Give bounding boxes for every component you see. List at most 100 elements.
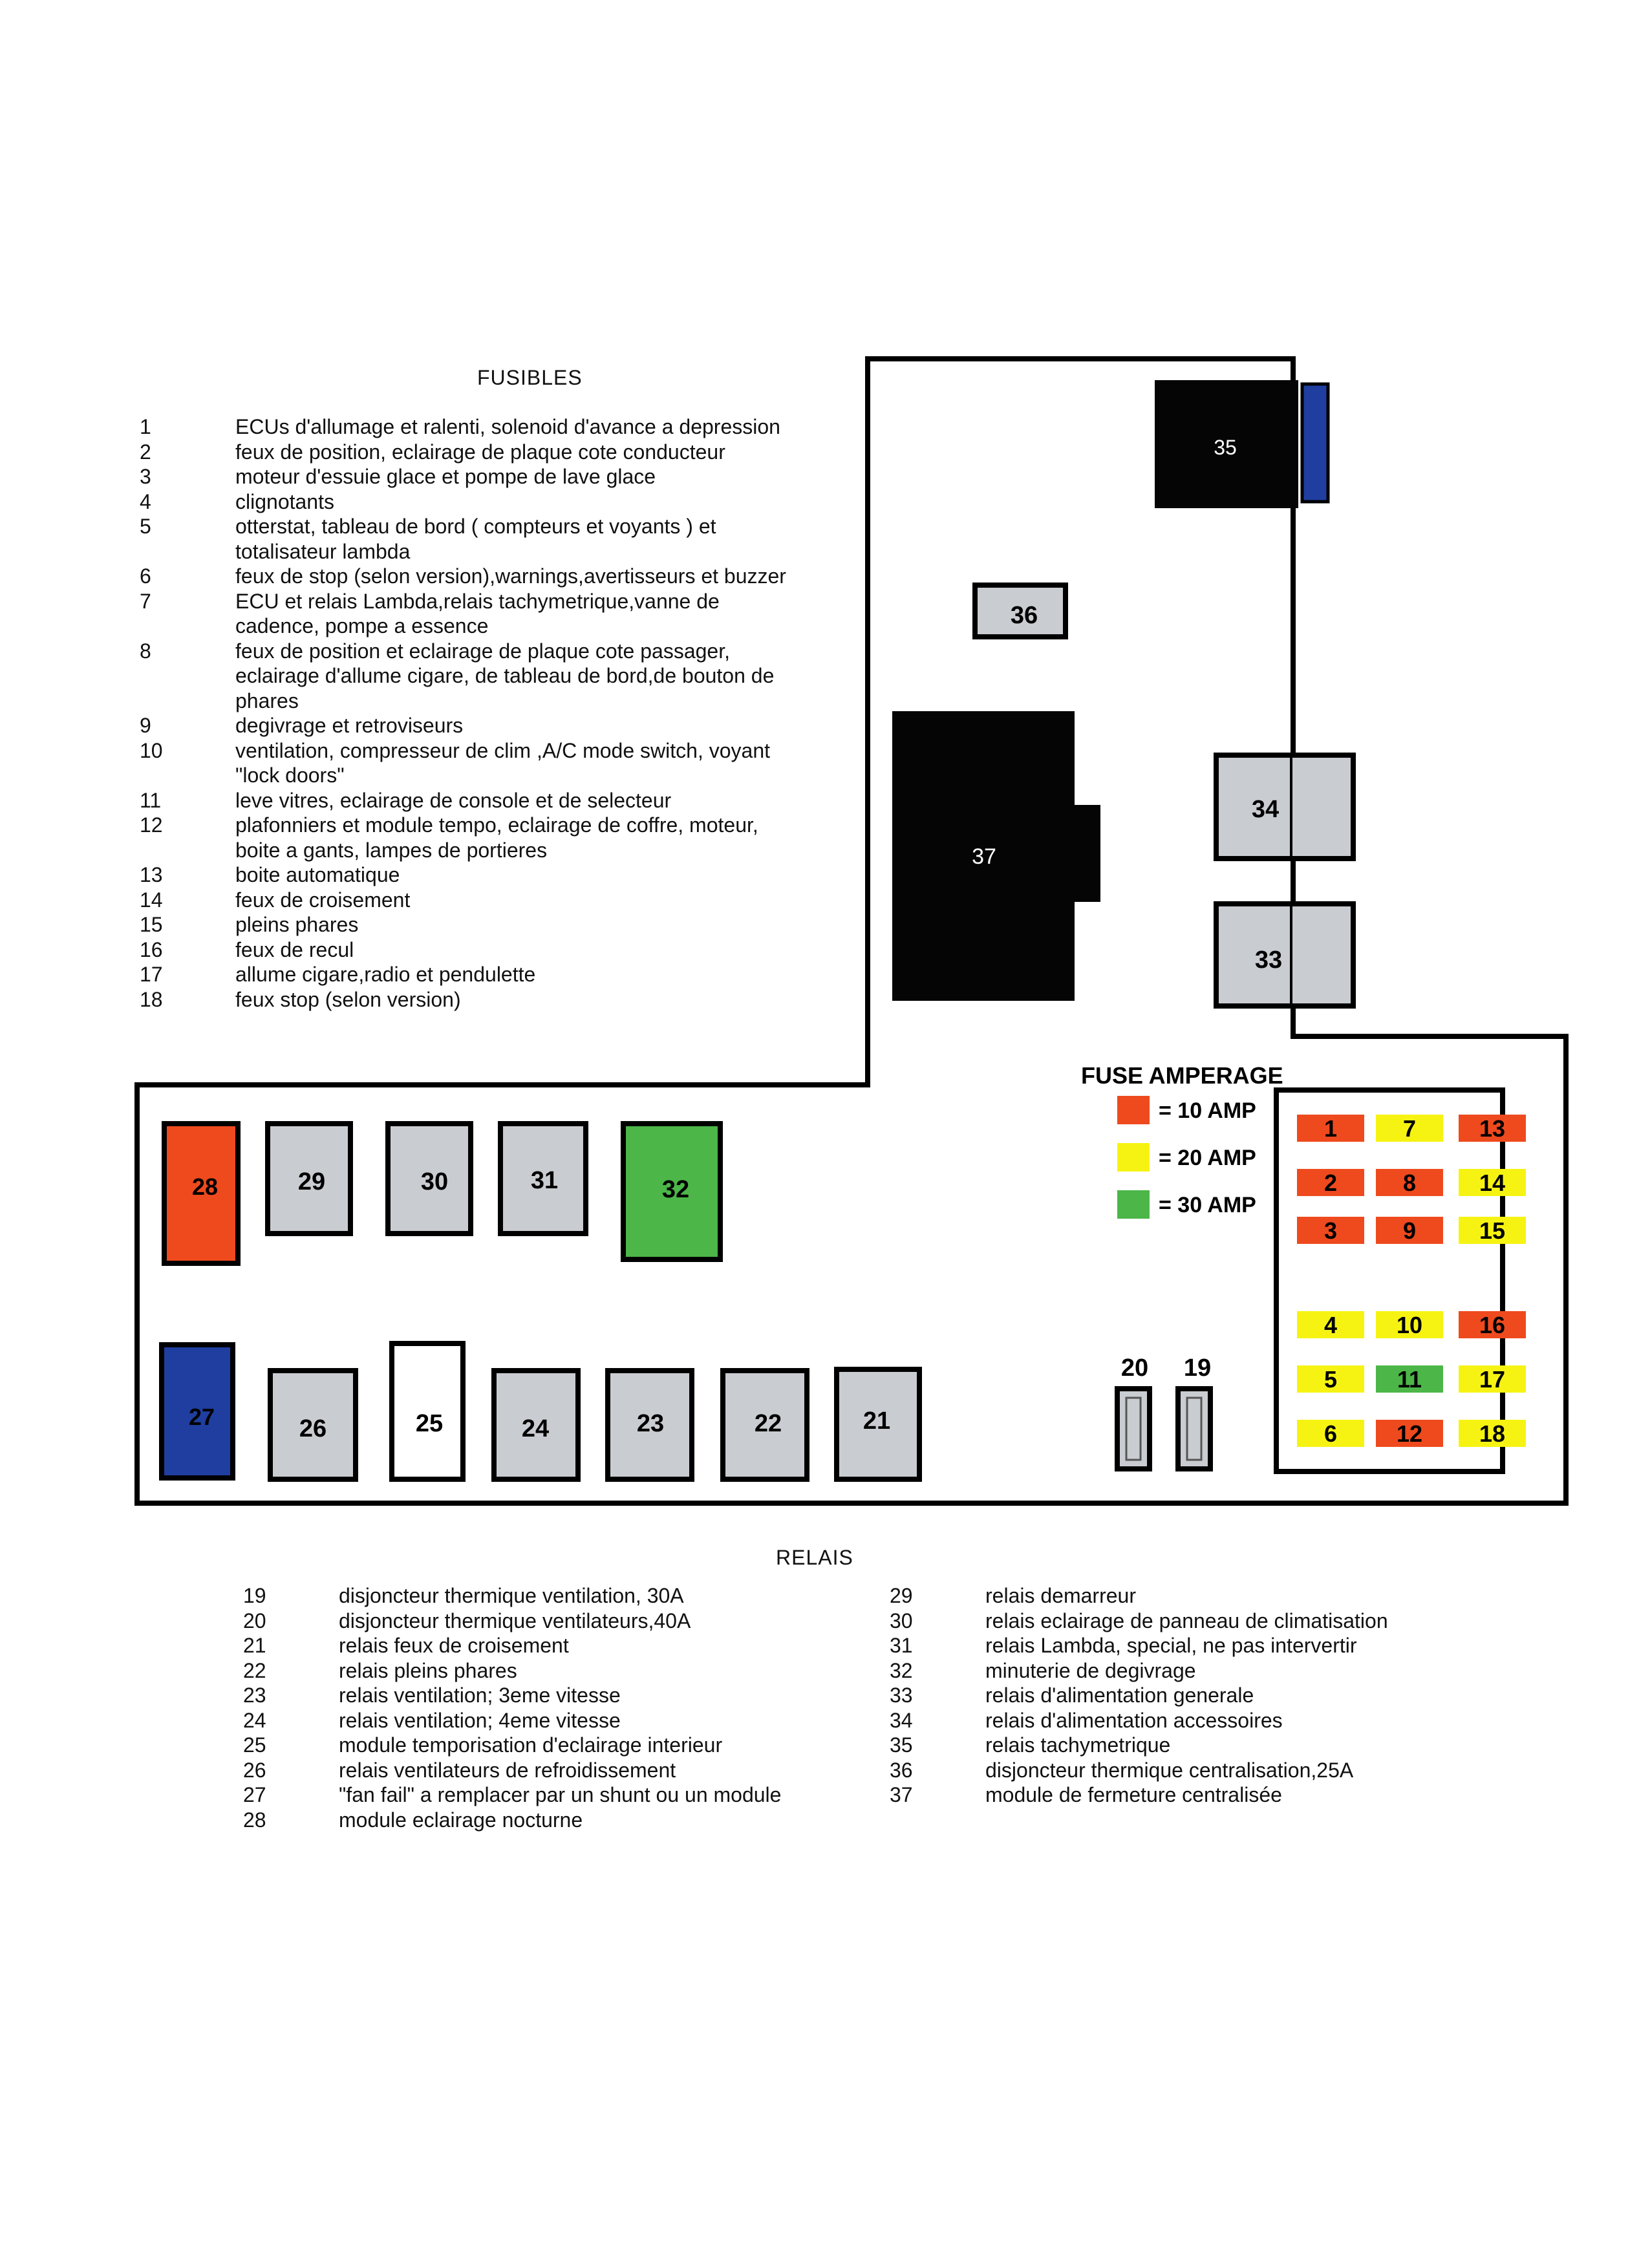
relays_left-description: relais pleins phares [339,1658,517,1682]
fuses-description: pleins phares [235,913,359,936]
fuse-17-label: 17 [1479,1366,1505,1393]
relays_right-number: 31 [890,1634,913,1657]
relay-26-label: 26 [299,1415,327,1442]
relay-36 [972,583,1068,639]
relays_right-description: relais Lambda, special, ne pas intervert… [985,1634,1357,1657]
relay-21 [834,1367,922,1482]
relays_left-number: 27 [243,1783,266,1806]
relays_left-description: relais feux de croisement [339,1634,569,1657]
relay-31 [498,1121,588,1236]
fuse-panel [1274,1087,1505,1474]
amperage-swatch [1117,1096,1150,1124]
relays_right-number: 34 [890,1708,913,1732]
relays_right-number: 33 [890,1684,913,1707]
relay-30-label: 30 [421,1168,448,1195]
relays_left-description: relais ventilation; 3eme vitesse [339,1684,621,1707]
relays_left-description: disjoncteur thermique ventilateurs,40A [339,1609,691,1632]
relay-32 [621,1121,723,1262]
fuses-number: 4 [140,489,151,513]
relay-33-label: 33 [1255,947,1282,974]
fuses-description: feux de recul [235,937,354,961]
fuses-description: degivrage et retroviseurs [235,714,464,737]
fuses-description: leve vitres, eclairage de console et de … [235,788,672,812]
relays_right-description: module de fermeture centralisée [985,1783,1282,1806]
fuses-row: phares [140,689,864,714]
relays_right-number: 29 [890,1584,913,1607]
fuse-4-label: 4 [1324,1312,1337,1338]
fuses-number: 10 [140,738,163,762]
fuses-description: ventilation, compresseur de clim ,A/C mo… [235,738,770,762]
fuses-number: 11 [140,788,162,812]
breaker-20-label: 20 [1121,1354,1148,1382]
relay-22 [720,1368,809,1482]
fuse-3-label: 3 [1324,1217,1337,1244]
relay-23 [605,1368,694,1482]
amperage-label: = 20 AMP [1159,1146,1256,1170]
fuses-number: 2 [140,440,151,464]
fuses-row: boite a gants, lampes de portieres [140,838,864,863]
fuses-description: plafonniers et module tempo, eclairage d… [235,813,758,837]
fuses-description: ECU et relais Lambda,relais tachymetriqu… [235,589,720,613]
fuses-row: totalisateur lambda [140,539,864,564]
relay-27 [159,1342,235,1481]
fuse-13 [1459,1115,1526,1142]
relays_left-number: 26 [243,1758,266,1782]
fuse-4 [1297,1311,1364,1338]
amperage-label: = 10 AMP [1159,1098,1256,1123]
fuses-row: 12 plafonniers et module tempo, eclairage… [140,813,864,838]
breaker-20-inner [1125,1396,1142,1461]
relays_left-description: "fan fail" a remplacer par un shunt ou u… [339,1783,782,1806]
fuses-number: 5 [140,515,151,538]
fuse-18 [1459,1420,1526,1447]
amperage-swatch [1117,1143,1150,1171]
relay-34 [1214,753,1356,861]
relays_left-number: 24 [243,1708,266,1732]
relay-25 [389,1341,466,1482]
fuse-7 [1376,1115,1443,1142]
fuse-1-label: 1 [1324,1115,1337,1142]
fuse-16 [1459,1311,1526,1338]
fuses-description: clignotants [235,489,334,513]
fuse-2 [1297,1169,1364,1196]
relays_left-number: 23 [243,1684,266,1707]
fuses-number: 3 [140,465,151,488]
relays_right-number: 32 [890,1658,913,1682]
fuse-15 [1459,1217,1526,1244]
relay-28-label: 28 [192,1173,218,1200]
relays_left-description: disjoncteur thermique ventilation, 30A [339,1584,684,1607]
fuses-number: 13 [140,863,163,886]
relays_right-description: minuterie de degivrage [985,1658,1196,1682]
fuses-description: totalisateur lambda [235,539,411,563]
fuses-number: 15 [140,913,163,936]
relay-26 [268,1368,358,1482]
relay-27-label: 27 [189,1404,215,1430]
fuses-number: 12 [140,813,163,837]
relays_left-number: 28 [243,1808,266,1832]
fuse-8-label: 8 [1403,1170,1416,1196]
fuses-row: 11 leve vitres, eclairage de console et d… [140,788,864,813]
relay-35 [1155,380,1298,508]
breaker-19 [1175,1386,1213,1471]
fuses-number: 17 [140,963,163,986]
relays_left-number: 25 [243,1733,266,1757]
amperage-label: = 30 AMP [1159,1193,1256,1217]
fuses-number: 8 [140,639,151,663]
fuse-3 [1297,1217,1364,1244]
relays_left-row: 23 relais ventilation; 3eme vitesse [243,1683,864,1708]
fuse-9-label: 9 [1403,1217,1416,1244]
relays_right-description: relais demarreur [985,1584,1136,1607]
fuse-15-label: 15 [1479,1217,1505,1244]
relays_left-number: 21 [243,1634,266,1657]
